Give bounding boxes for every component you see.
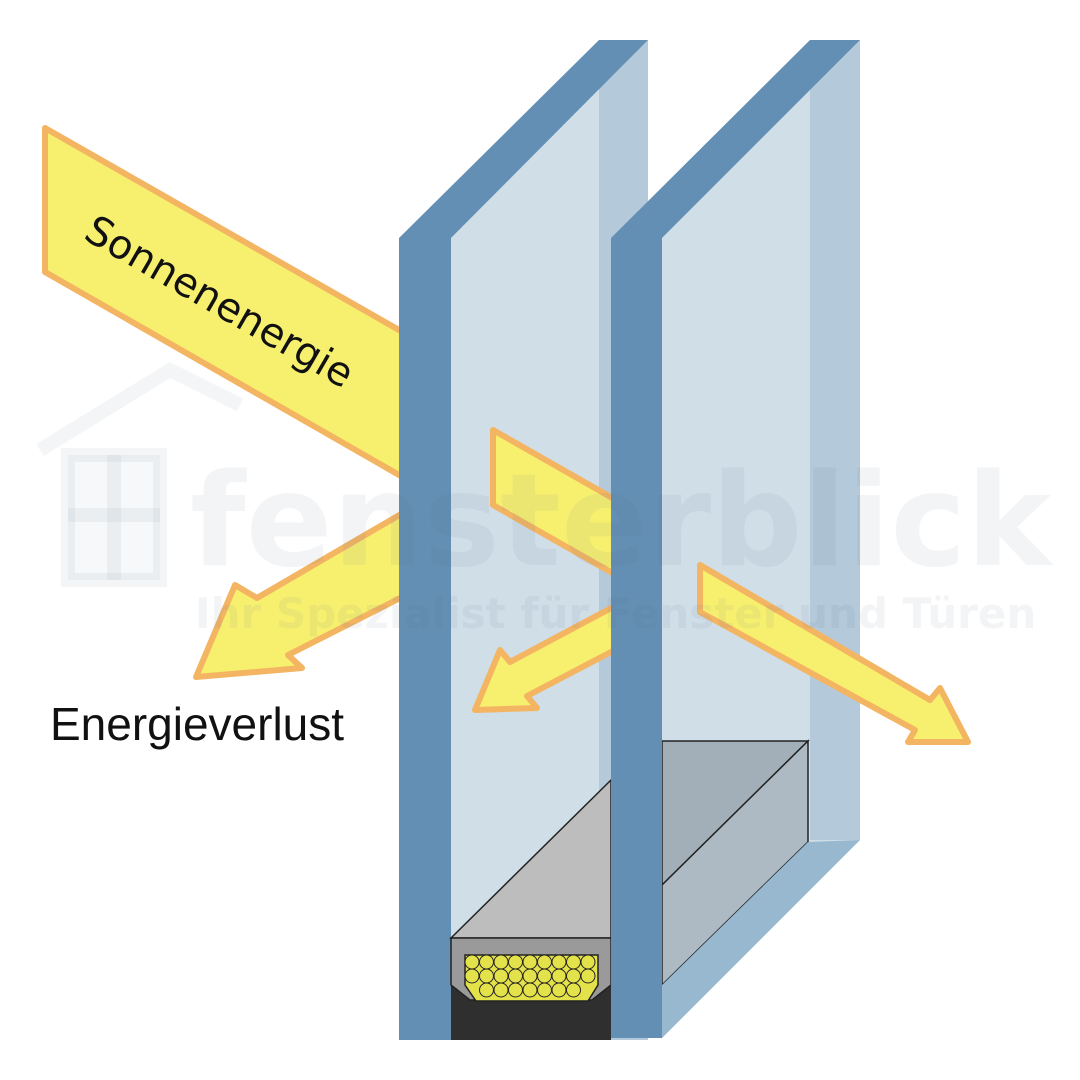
desiccant-bead [537, 954, 552, 970]
desiccant-bead [551, 954, 567, 970]
desiccant-bead [551, 968, 567, 984]
desiccant-bead [508, 968, 523, 984]
desiccant-bead [464, 968, 480, 984]
desiccant-bead [522, 982, 538, 998]
desiccant-bead [566, 982, 581, 998]
desiccant-bead [522, 954, 538, 970]
desiccant-bead [508, 982, 523, 998]
spacer-bar [449, 778, 612, 1040]
desiccant-bead [537, 982, 552, 998]
outgoing-energy-arrow [697, 562, 971, 745]
desiccant-bead [479, 954, 494, 970]
desiccant-bead [464, 954, 480, 970]
desiccant-bead [493, 968, 509, 984]
desiccant-bead [580, 968, 596, 984]
desiccant-bead [508, 954, 523, 970]
desiccant-bead [479, 968, 494, 984]
watermark-brand: fensterblick [190, 447, 1054, 596]
reflected-energy-arrow [193, 500, 423, 680]
desiccant-bead [551, 982, 567, 998]
desiccant-bead [537, 968, 552, 984]
desiccant-bead [522, 968, 538, 984]
desiccant-bead [580, 954, 596, 970]
desiccant-bead [493, 982, 509, 998]
desiccant-bead [566, 968, 581, 984]
energy-loss-label: Energieverlust [50, 698, 344, 750]
glass-pane-inner [611, 40, 860, 1038]
house-logo-icon [36, 361, 244, 587]
watermark-tagline: Ihr Spezialist für Fenster und Türen [195, 589, 1036, 638]
desiccant-bead [493, 954, 509, 970]
watermark: fensterblick Ihr Spezialist für Fenster … [36, 361, 1054, 638]
desiccant-bead [479, 982, 494, 998]
desiccant-bead [566, 954, 581, 970]
